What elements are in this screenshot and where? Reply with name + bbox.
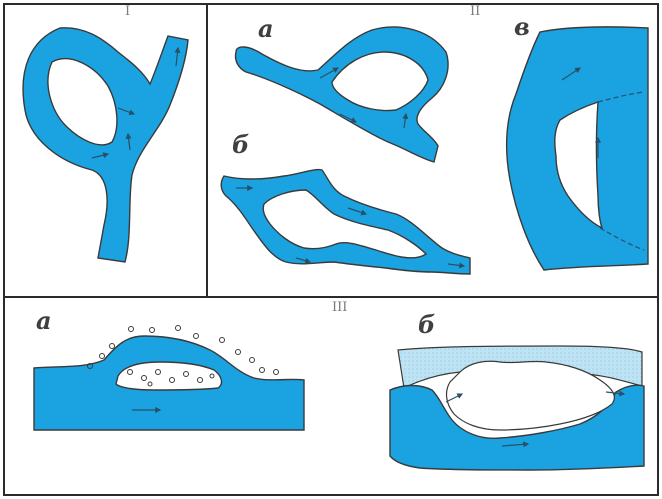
section-two-b-channel	[221, 170, 470, 274]
section-two-a-letter: а	[258, 14, 274, 43]
section-two-a-channel	[235, 27, 448, 162]
section-one-channel	[23, 28, 188, 262]
section-three-a-channel	[34, 326, 304, 431]
section-two-label: II	[470, 4, 480, 19]
section-two-v-channel	[507, 27, 648, 270]
section-two-v-letter: в	[514, 12, 530, 41]
section-two-b-letter: б	[232, 130, 249, 159]
section-three-a-letter: а	[36, 306, 52, 335]
section-one-label: I	[125, 4, 130, 19]
section-three-b-letter: б	[418, 310, 435, 339]
section-three-label: III	[332, 300, 347, 315]
section-three-b-channel	[390, 346, 644, 470]
